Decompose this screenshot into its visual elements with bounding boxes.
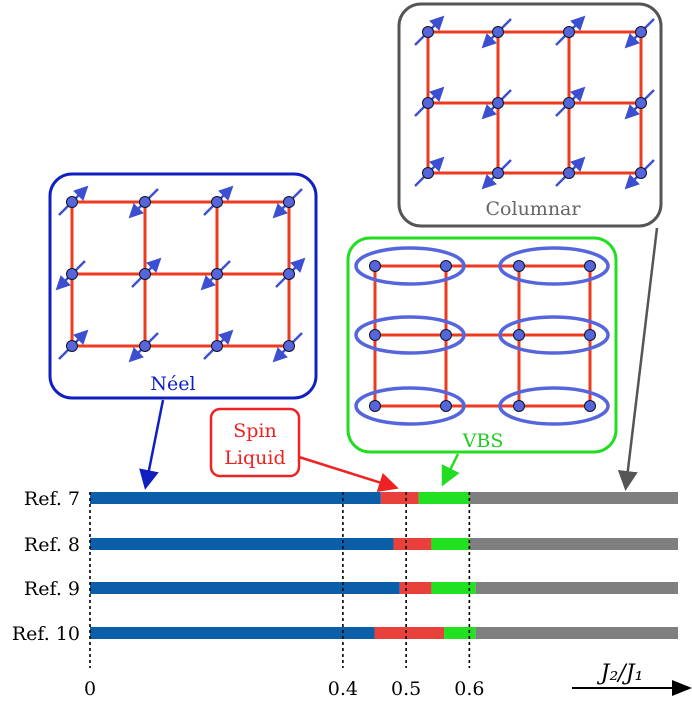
bar-columnar <box>469 538 678 550</box>
bar-columnar <box>475 627 678 639</box>
lattice-site <box>369 260 381 272</box>
lattice-site <box>513 260 525 272</box>
spin-liquid-frame <box>209 407 301 478</box>
lattice-site <box>440 260 452 272</box>
lattice-site <box>66 340 78 352</box>
vbs-dimer <box>354 386 466 426</box>
j2-j1-axis: J₂/J₁ 0 0.4 0.5 0.6 <box>84 492 692 700</box>
vbs-dimer <box>498 246 610 286</box>
lattice-site <box>139 340 151 352</box>
bar-neel <box>90 582 400 594</box>
lattice-site <box>422 167 434 179</box>
row-label: Ref. 9 <box>24 578 80 600</box>
lattice-site <box>584 400 596 412</box>
bar-vbs <box>431 582 476 594</box>
lattice-site <box>492 97 504 109</box>
lattice-site <box>283 196 295 208</box>
neel-lattice <box>55 185 306 363</box>
axis-tick-label: 0 <box>84 678 96 700</box>
bar-columnar <box>469 492 678 504</box>
bar-neel <box>90 627 375 639</box>
bar-neel <box>90 538 394 550</box>
row-label: Ref. 8 <box>24 534 80 556</box>
bar-neel <box>90 492 381 504</box>
lattice-site <box>211 340 223 352</box>
vbs-panel: VBS <box>346 236 618 454</box>
vbs-label: VBS <box>462 430 504 452</box>
axis-tick-label: 0.4 <box>328 678 358 700</box>
neel-frame <box>48 172 318 400</box>
neel-panel: Néel <box>48 172 318 400</box>
row-label: Ref. 7 <box>24 488 80 510</box>
lattice-site <box>492 167 504 179</box>
axis-label: J₂/J₁ <box>597 661 644 686</box>
bar-vbs <box>431 538 470 550</box>
lattice-site <box>563 97 575 109</box>
bar-columnar <box>475 582 678 594</box>
vbs-frame <box>346 236 618 454</box>
neel-label: Néel <box>150 373 195 395</box>
lattice-site <box>513 329 525 341</box>
columnar-panel: Columnar <box>397 2 663 228</box>
lattice-site <box>563 26 575 38</box>
lattice-site <box>283 268 295 280</box>
bar-spin-liquid <box>374 627 445 639</box>
spin-liquid-callout: Spin Liquid <box>209 407 301 478</box>
bar-spin-liquid <box>399 582 432 594</box>
bar-vbs <box>444 627 476 639</box>
lattice-site <box>283 340 295 352</box>
lattice-site <box>369 400 381 412</box>
lattice-site <box>369 329 381 341</box>
lattice-site <box>211 268 223 280</box>
vbs-pointer-arrow <box>441 453 460 487</box>
lattice-site <box>492 26 504 38</box>
spin-liquid-label-line2: Liquid <box>224 447 285 469</box>
bar-spin-liquid <box>393 538 432 550</box>
row-label: Ref. 10 <box>12 623 80 645</box>
columnar-frame <box>397 2 663 228</box>
vbs-dimer <box>498 315 610 355</box>
spin-liquid-pointer-arrow <box>298 455 399 493</box>
lattice-site <box>440 329 452 341</box>
lattice-site <box>422 97 434 109</box>
lattice-site <box>563 167 575 179</box>
columnar-lattice <box>414 15 655 190</box>
lattice-site <box>584 329 596 341</box>
lattice-site <box>440 400 452 412</box>
lattice-site <box>635 167 647 179</box>
vbs-dimer <box>354 246 466 286</box>
lattice-site <box>211 196 223 208</box>
lattice-site <box>422 26 434 38</box>
vbs-dimer <box>498 386 610 426</box>
columnar-pointer-arrow <box>617 227 659 491</box>
lattice-site <box>635 26 647 38</box>
lattice-site <box>66 196 78 208</box>
lattice-site <box>513 400 525 412</box>
lattice-site <box>66 268 78 280</box>
neel-pointer-arrow <box>139 399 165 490</box>
columnar-label: Columnar <box>486 198 582 220</box>
axis-tick-label: 0.5 <box>391 678 421 700</box>
axis-tick-label: 0.6 <box>454 678 484 700</box>
lattice-site <box>139 196 151 208</box>
spin-liquid-label-line1: Spin <box>233 420 277 442</box>
lattice-site <box>584 260 596 272</box>
vbs-lattice <box>354 246 610 426</box>
lattice-site <box>635 97 647 109</box>
phase-bars: Ref. 7 Ref. 8 Ref. 9 Ref. 10 <box>12 488 678 645</box>
vbs-dimer <box>354 315 466 355</box>
lattice-site <box>139 268 151 280</box>
bar-vbs <box>418 492 470 504</box>
bar-spin-liquid <box>380 492 419 504</box>
